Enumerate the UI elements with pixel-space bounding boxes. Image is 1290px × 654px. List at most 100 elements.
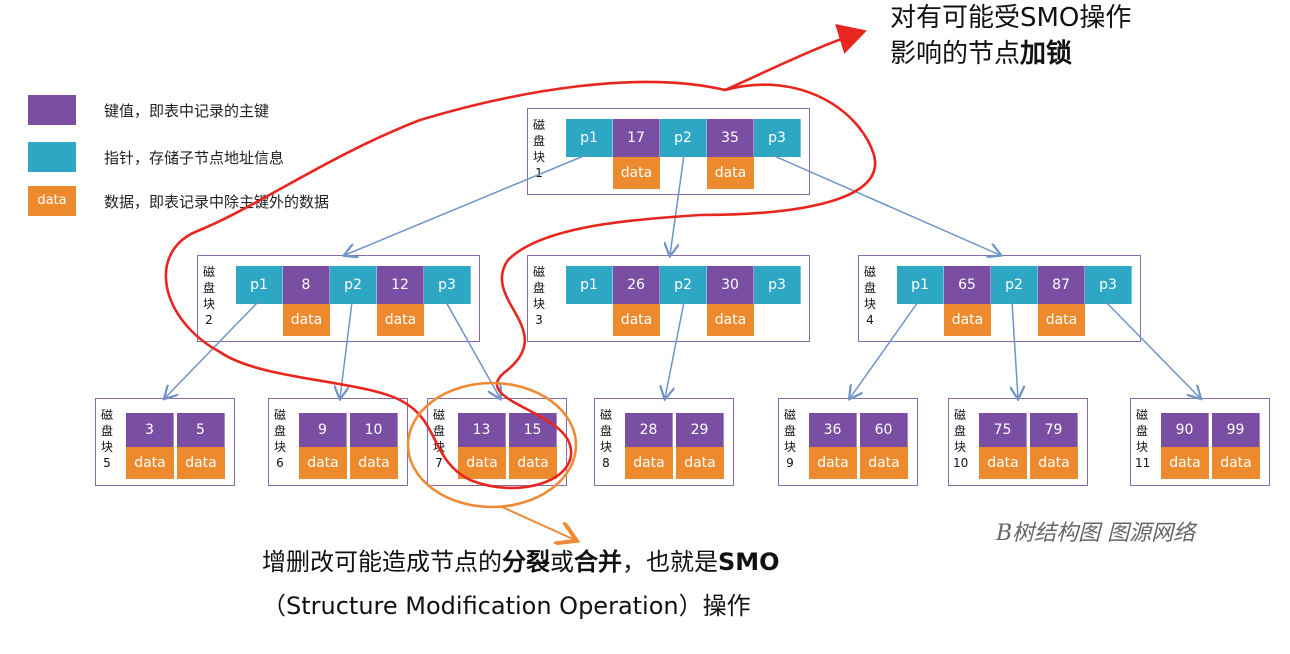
block-label-char: 块 <box>532 150 545 164</box>
data-cell: data <box>707 157 754 189</box>
key-cell: 28 <box>625 413 673 447</box>
key-cell: 15 <box>509 413 557 447</box>
lock-annotation: 对有可能受SMO操作 影响的节点加锁 <box>890 0 1131 72</box>
block-label-char: 盘 <box>783 424 796 438</box>
block-number: 5 <box>103 456 111 470</box>
edge-2-6 <box>340 301 353 398</box>
block-label-char: 磁 <box>273 408 286 422</box>
legend-data-swatch: data <box>28 186 76 216</box>
block-label-char: 磁 <box>100 408 113 422</box>
data-cell: data <box>126 447 174 479</box>
block-label-char: 磁 <box>783 408 796 422</box>
key-cell: 75 <box>979 413 1027 447</box>
data-cell: data <box>283 304 330 336</box>
key-cell: 26 <box>613 266 660 304</box>
block-label-char: 磁 <box>599 408 612 422</box>
key-cell: 90 <box>1161 413 1209 447</box>
key-cell: 13 <box>458 413 506 447</box>
legend-key-swatch <box>28 95 76 125</box>
data-cell: data <box>707 304 754 336</box>
block-number: 3 <box>535 313 543 327</box>
figure-caption: B树结构图 图源网络 <box>996 521 1196 546</box>
block-label-char: 盘 <box>100 424 113 438</box>
key-cell: 99 <box>1212 413 1260 447</box>
data-cell: data <box>625 447 673 479</box>
block-label-char: 盘 <box>953 424 966 438</box>
key-cell: 79 <box>1030 413 1078 447</box>
edge-2-5 <box>165 301 259 398</box>
lock-annotation-normal: 影响的节点 <box>890 39 1021 69</box>
block-number: 1 <box>535 166 543 180</box>
block-number: 8 <box>602 456 610 470</box>
data-cell: data <box>1038 304 1085 336</box>
legend-key-text: 键值，即表中记录的主键 <box>104 102 270 120</box>
smo-annotation-line1: 增删改可能造成节点的分裂或合并，也就是SMO <box>262 544 780 580</box>
pointer-cell: p3 <box>754 119 801 157</box>
block-label-char: 块 <box>783 440 796 454</box>
edge-1-2 <box>345 154 587 255</box>
edge-3-8 <box>665 301 685 398</box>
data-cell: data <box>613 304 660 336</box>
data-cell: data <box>509 447 557 479</box>
block-label-char: 磁 <box>953 408 966 422</box>
key-cell: 30 <box>707 266 754 304</box>
block-label-char: 盘 <box>863 281 876 295</box>
block-label-char: 磁 <box>202 265 215 279</box>
key-cell: 3 <box>126 413 174 447</box>
data-cell: data <box>676 447 724 479</box>
split-merge-arrow <box>499 505 575 540</box>
block-label-char: 磁 <box>532 118 545 132</box>
key-cell: 60 <box>860 413 908 447</box>
lock-region-outline <box>164 80 877 490</box>
pointer-cell: p3 <box>1085 266 1132 304</box>
block-label-char: 块 <box>953 440 966 454</box>
lock-annotation-line1: 对有可能受SMO操作 <box>890 3 1132 33</box>
block-label-char: 盘 <box>273 424 286 438</box>
data-cell: data <box>944 304 991 336</box>
block-label-char: 磁 <box>432 408 445 422</box>
edge-4-10 <box>1012 301 1018 398</box>
data-cell: data <box>613 157 660 189</box>
pointer-cell: p2 <box>330 266 377 304</box>
smo-text-smo: SMO <box>718 548 780 576</box>
key-cell: 65 <box>944 266 991 304</box>
block-label-char: 块 <box>1135 440 1148 454</box>
block-label-char: 磁 <box>532 265 545 279</box>
key-cell: 17 <box>613 119 660 157</box>
block-label-char: 磁 <box>1135 408 1148 422</box>
lock-annotation-line2: 影响的节点加锁 <box>890 36 1131 72</box>
block-label-char: 块 <box>100 440 113 454</box>
key-cell: 10 <box>350 413 398 447</box>
data-cell: data <box>979 447 1027 479</box>
block-number: 7 <box>435 456 443 470</box>
edge-4-11 <box>1105 301 1200 398</box>
pointer-cell: p2 <box>660 266 707 304</box>
block-label-char: 块 <box>273 440 286 454</box>
key-cell: 9 <box>299 413 347 447</box>
lock-arrow <box>724 24 867 92</box>
block-number: 6 <box>276 456 284 470</box>
key-cell: 5 <box>177 413 225 447</box>
key-cell: 8 <box>283 266 330 304</box>
block-number: 11 <box>1135 456 1151 470</box>
key-cell: 87 <box>1038 266 1085 304</box>
data-cell: data <box>1212 447 1260 479</box>
smo-text-that-is: ，也就是 <box>622 548 718 576</box>
